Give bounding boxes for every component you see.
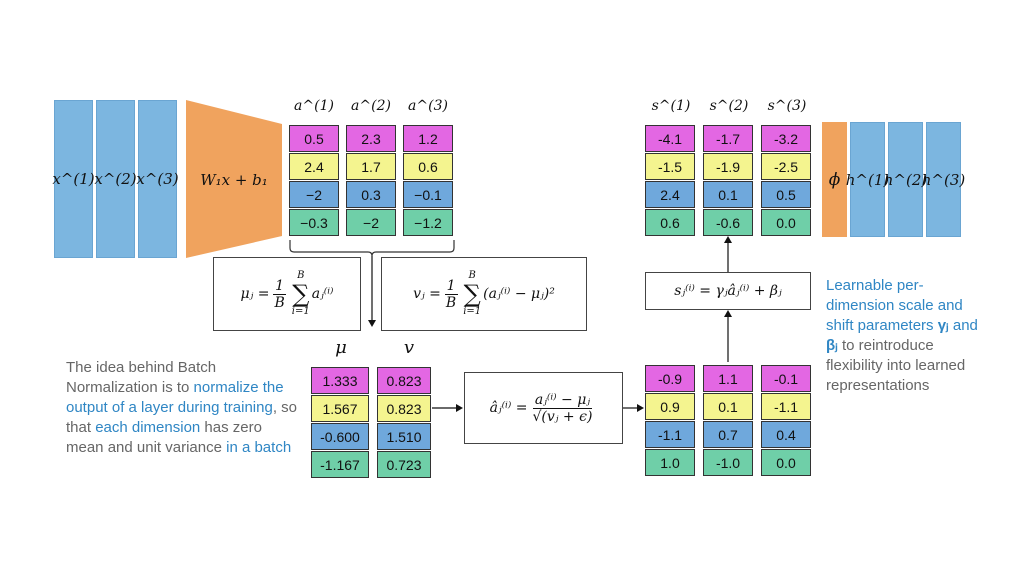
s-cell: -4.1 [645,125,695,152]
a-cell: 0.3 [346,181,396,208]
ahat-cell: -1.1 [761,393,811,420]
v-cell: 0.823 [377,367,431,394]
mu-label: μ [335,337,347,358]
s-cell: -0.6 [703,209,753,236]
a-cell: 1.7 [346,153,396,180]
s-cell: 0.6 [645,209,695,236]
a-cell: 1.2 [403,125,453,152]
right-description: Learnable per-dimension scale and shift … [826,277,978,394]
output-label: h^(1) [845,170,890,189]
s-cell: -3.2 [761,125,811,152]
ahat-cell: -1.1 [645,421,695,448]
s-cell: 0.0 [761,209,811,236]
input-bar-x3: x^(3) [136,100,179,258]
ahat-cell: -0.1 [761,365,811,392]
s-cell: 0.5 [761,181,811,208]
mu-cell: -0.600 [311,423,369,450]
linear-layer-label: W₁x + b₁ [200,171,268,189]
s-label-1: s^(1) [651,98,691,114]
a-cell: 2.4 [289,153,339,180]
s-label-2: s^(2) [709,98,749,114]
ahat-cell: 1.0 [645,449,695,476]
output-label: h^(3) [921,170,966,189]
a-cell: −0.3 [289,209,339,236]
s-label-3: s^(3) [767,98,807,114]
ahat-cell: -0.9 [645,365,695,392]
a-cell: 0.6 [403,153,453,180]
left-description: The idea behind Batch Normalization is t… [66,359,297,456]
v-cell: 0.723 [377,451,431,478]
arrowhead [637,404,644,412]
output-bar-h1: h^(1) [846,122,889,237]
a-cell: −2 [346,209,396,236]
v-cell: 1.510 [377,423,431,450]
input-label: x^(2) [94,170,137,188]
v-label: v [403,337,415,358]
ahat-cell: -1.0 [703,449,753,476]
arrowhead [368,320,376,327]
arrowhead [456,404,463,412]
activation-block: ϕ [822,122,847,237]
mu-cell: 1.333 [311,367,369,394]
input-label: x^(3) [136,170,179,188]
normalization-formula: âⱼ⁽ⁱ⁾ = aⱼ⁽ⁱ⁾ − μⱼ√(vⱼ + ϵ) [464,372,623,444]
sum-symbol: B∑i=1 [291,270,310,317]
mu-cell: 1.567 [311,395,369,422]
a-cell: 2.3 [346,125,396,152]
input-bar-x1: x^(1) [52,100,95,258]
s-cell: -1.5 [645,153,695,180]
mu-cell: -1.167 [311,451,369,478]
ahat-cell: 0.4 [761,421,811,448]
a-cell: 0.5 [289,125,339,152]
a-bracket [289,240,455,257]
output-bar-h3: h^(3) [922,122,965,237]
arrowhead [724,236,732,243]
arrowhead [724,310,732,317]
sum-symbol: B∑i=1 [463,270,482,317]
a-label-1: a^(1) [294,98,334,114]
s-cell: 2.4 [645,181,695,208]
v-cell: 0.823 [377,395,431,422]
s-cell: -2.5 [761,153,811,180]
linear-layer-trapezoid [186,100,282,258]
fraction: aⱼ⁽ⁱ⁾ − μⱼ√(vⱼ + ϵ) [532,391,593,425]
a-cell: −0.1 [403,181,453,208]
a-cell: −2 [289,181,339,208]
ahat-cell: 0.1 [703,393,753,420]
output-bar-h2: h^(2) [884,122,927,237]
ahat-cell: 0.7 [703,421,753,448]
output-label: h^(2) [883,170,928,189]
a-label-2: a^(2) [351,98,391,114]
scale-shift-formula: sⱼ⁽ⁱ⁾ = γⱼâⱼ⁽ⁱ⁾ + βⱼ [645,272,811,310]
input-bar-x2: x^(2) [94,100,137,258]
a-label-3: a^(3) [408,98,448,114]
input-label: x^(1) [52,170,95,188]
s-cell: -1.7 [703,125,753,152]
ahat-cell: 0.9 [645,393,695,420]
ahat-cell: 0.0 [761,449,811,476]
a-cell: −1.2 [403,209,453,236]
s-cell: 0.1 [703,181,753,208]
s-cell: -1.9 [703,153,753,180]
ahat-cell: 1.1 [703,365,753,392]
